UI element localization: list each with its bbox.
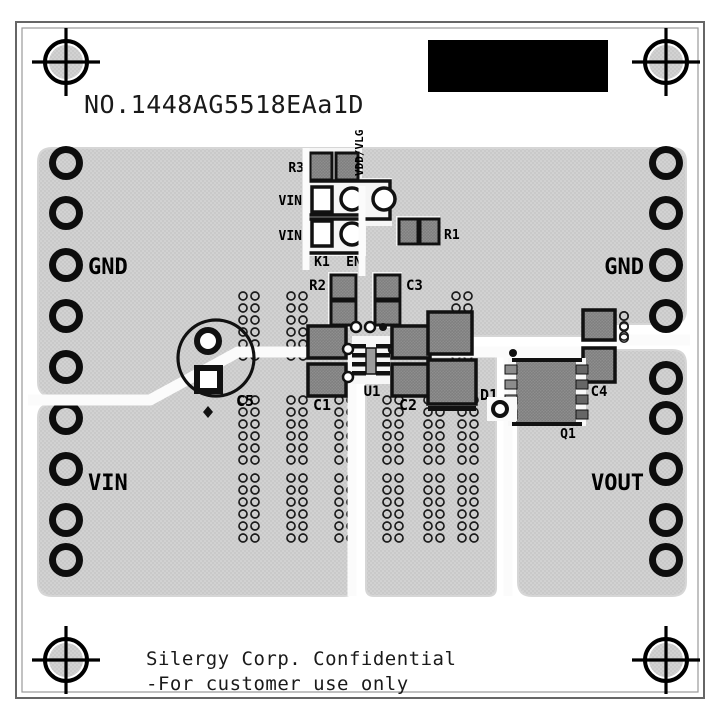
pad-gnd-left-5 (49, 350, 83, 384)
label-connector-vin-row1: VIN (279, 194, 303, 209)
drawing-frame-inner (21, 27, 699, 693)
pad-gnd-right-4 (649, 299, 683, 333)
ref-des-R2: R2 (309, 278, 326, 294)
label-vdd-vlg: VDD/VLG (353, 129, 366, 176)
ref-des-R3: R3 (288, 161, 304, 176)
c5-polarity-marker (203, 406, 213, 418)
pad-vin-left-2 (49, 452, 83, 486)
c5-body-outline (176, 318, 256, 398)
label-vout-right: VOUT (591, 471, 644, 496)
component-R2: R2 (309, 272, 358, 328)
c5-pad-round (194, 327, 222, 355)
pad-vout-right-4 (649, 503, 683, 537)
pad-vout-right-3 (649, 452, 683, 486)
component-R1: R1 (396, 216, 460, 246)
pad-r3-left (308, 151, 334, 182)
pad-gnd-left-1 (49, 146, 83, 180)
ref-des-R1: R1 (444, 228, 460, 243)
pad-gnd-right-1 (649, 146, 683, 180)
pad-vout-right-2 (649, 401, 683, 435)
d1-cathode-band (428, 406, 476, 411)
footer-line-1: Silergy Corp. Confidential (146, 648, 456, 670)
c5-pad-square (194, 365, 223, 394)
pad-vin-left-4 (49, 543, 83, 577)
label-gnd-right: GND (604, 255, 644, 280)
component-D1: D1 (426, 310, 498, 411)
component-C3: C3 (372, 272, 423, 328)
label-gnd-left: GND (88, 255, 128, 280)
pad-gnd-right-2 (649, 196, 683, 230)
board-title: NO.1448AG5518EAa1D (84, 90, 364, 119)
component-C1: C1 (306, 324, 348, 414)
pad-gnd-right-3 (649, 248, 683, 282)
drawing-frame (15, 21, 705, 699)
pad-vout-right-5 (649, 543, 683, 577)
component-C5: C5 (176, 318, 256, 418)
q1-pin1-marker (509, 349, 517, 357)
footer-line-2: -For customer use only (146, 673, 409, 695)
ref-des-C3: C3 (406, 278, 423, 294)
label-pin-en: EN (346, 255, 362, 270)
ref-des-Q1: Q1 (560, 427, 576, 442)
component-C2: C2 (390, 324, 432, 414)
ref-des-U1: U1 (364, 384, 381, 400)
redaction-block (428, 40, 608, 92)
pin-vin-3-round (371, 186, 397, 212)
pin-k1-square (310, 219, 334, 248)
ref-des-C4: C4 (591, 384, 608, 400)
ref-des-C2: C2 (399, 396, 417, 414)
pad-vin-left-3 (49, 503, 83, 537)
ref-des-C5: C5 (236, 392, 254, 410)
label-connector-vin-row2: VIN (279, 229, 303, 244)
component-Q1: Q1 (487, 349, 589, 442)
q1-testpoint-pad (491, 400, 509, 418)
pad-vin-left-1 (49, 401, 83, 435)
pad-gnd-left-3 (49, 248, 83, 282)
pad-gnd-left-2 (49, 196, 83, 230)
pad-gnd-left-4 (49, 299, 83, 333)
pin-vin-1-square (310, 185, 334, 214)
label-vin-left: VIN (88, 471, 128, 496)
ref-des-C1: C1 (313, 396, 331, 414)
label-pin-k1: K1 (314, 255, 330, 270)
pad-vout-right-1 (649, 361, 683, 395)
